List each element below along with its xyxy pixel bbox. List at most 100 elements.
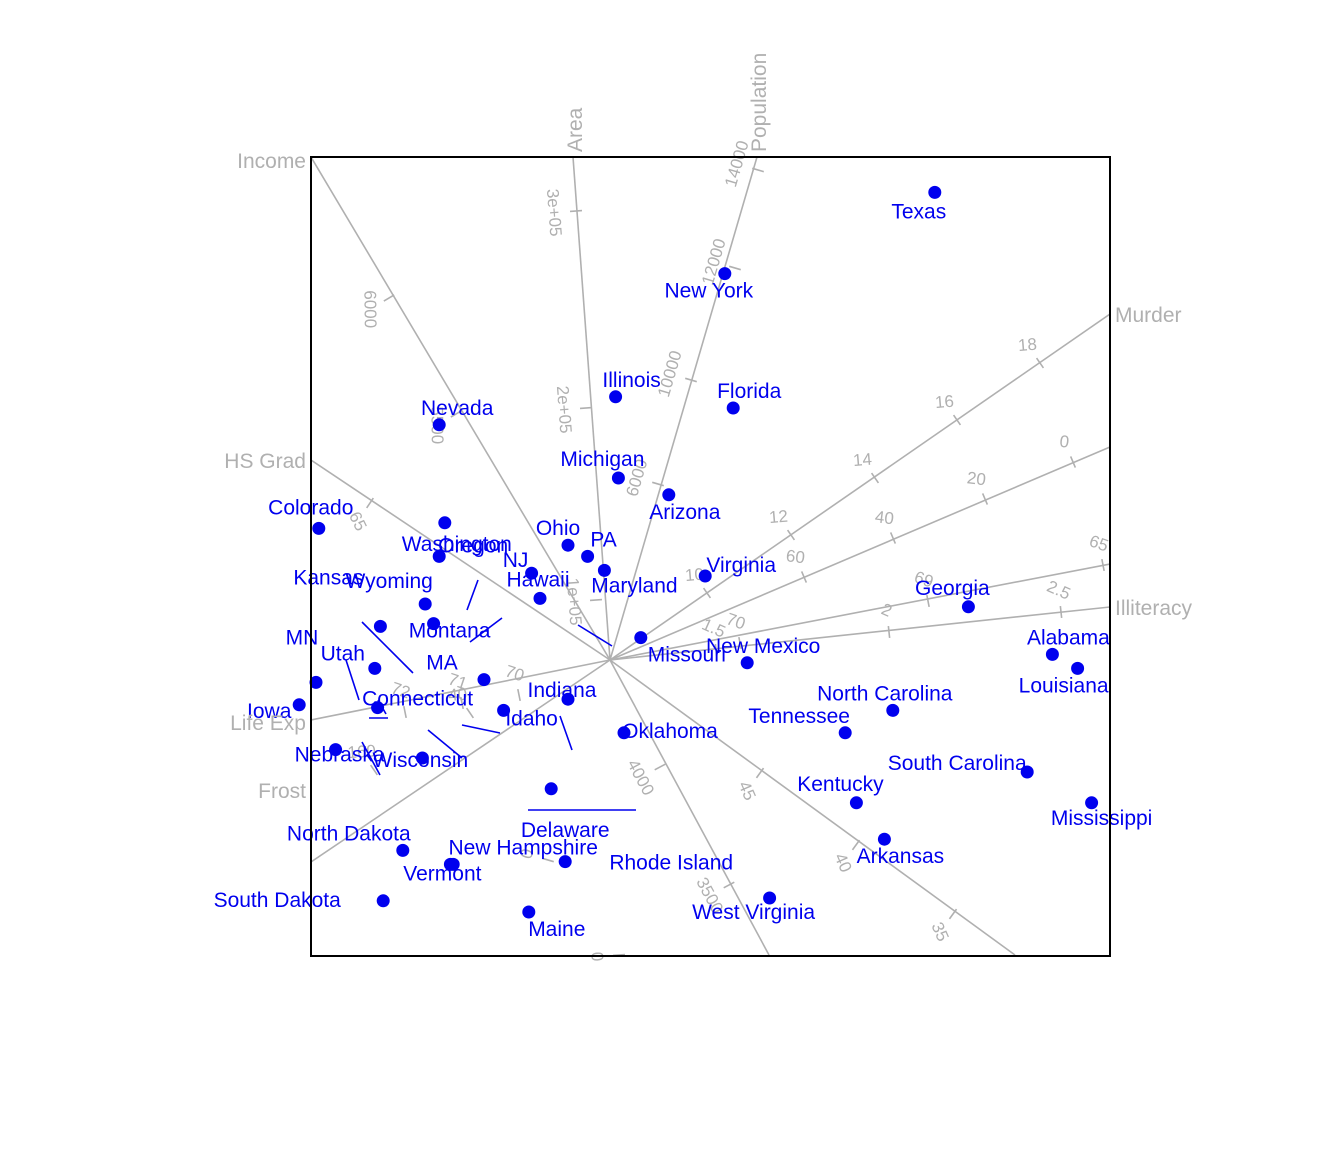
area-axis-title: Area — [564, 107, 587, 152]
west-virginia-label: West Virginia — [692, 901, 815, 924]
mn-point — [309, 675, 323, 689]
unnamed-11-axis-line — [609, 659, 770, 956]
unnamed-11-tick-label: 4000 — [623, 756, 658, 798]
unnamed-10-tick-mark — [948, 908, 958, 920]
vermont-label: Vermont — [403, 862, 481, 885]
murder-axis-line — [609, 313, 1110, 661]
tennessee-label: Tennessee — [748, 705, 850, 728]
unnamed-8-tick-label: 40 — [874, 507, 895, 528]
alabama-label: Alabama — [1027, 626, 1110, 649]
population-axis-title: Population — [748, 53, 771, 152]
life-exp-tick-mark — [403, 705, 407, 719]
oklahoma-label: Oklahoma — [622, 720, 718, 743]
wyoming-point — [418, 597, 432, 611]
north-dakota-label: North Dakota — [287, 822, 411, 845]
murder-tick-label: 16 — [934, 392, 954, 412]
ohio-label: Ohio — [536, 517, 580, 540]
population-tick-mark — [542, 857, 554, 863]
unnamed-9-tick-mark — [926, 594, 930, 608]
area-tick-mark — [589, 598, 603, 602]
rhode-island-label: Rhode Island — [609, 852, 733, 875]
texas-label: Texas — [891, 200, 946, 223]
hs-grad-axis-title: HS Grad — [224, 450, 306, 473]
mn-leader — [345, 659, 360, 701]
oregon-point — [432, 549, 446, 563]
illiteracy-tick-label: 2.5 — [1044, 577, 1073, 604]
murder-tick-mark — [952, 414, 962, 426]
south-carolina-point — [1020, 765, 1034, 779]
montana-point — [427, 617, 441, 631]
life-exp-tick-label: 70 — [503, 661, 527, 685]
murder-tick-label: 14 — [852, 450, 872, 470]
area-tick-label: 2e+05 — [553, 385, 575, 434]
life-exp-tick-mark — [517, 688, 521, 702]
michigan-label: Michigan — [560, 448, 644, 471]
unnamed-9-tick-mark — [1101, 558, 1105, 572]
georgia-point — [961, 600, 975, 614]
unnamed-9-tick-mark — [738, 636, 742, 650]
murder-axis-title: Murder — [1115, 304, 1182, 327]
unnamed-10-tick-label: 40 — [831, 850, 856, 875]
unnamed-9-axis-line — [609, 563, 1110, 661]
virginia-point — [698, 569, 712, 583]
new-mexico-label: New Mexico — [706, 635, 820, 658]
south-dakota-label: South Dakota — [214, 889, 342, 912]
maryland-label: Maryland — [591, 574, 677, 597]
maine-label: Maine — [528, 918, 585, 941]
kansas-point — [373, 619, 387, 633]
montana-label: Montana — [409, 620, 491, 643]
nevada-label: Nevada — [421, 397, 494, 420]
new-york-point — [718, 267, 732, 281]
mn-label: MN — [286, 626, 319, 649]
area-tick-mark — [569, 209, 583, 213]
income-tick-label: 6000 — [360, 290, 379, 328]
frost-axis-title: Frost — [258, 780, 306, 803]
life-exp-axis-line — [311, 659, 611, 721]
murder-tick-mark — [786, 529, 796, 541]
population-tick-mark — [729, 265, 741, 271]
income-axis-title: Income — [237, 150, 306, 173]
wisconsin-leader — [427, 729, 463, 759]
idaho-point — [497, 703, 511, 717]
iowa-label: Iowa — [247, 700, 292, 723]
vermont-point — [443, 857, 457, 871]
hawaii-point — [533, 591, 547, 605]
area-tick-label: 3e+05 — [543, 188, 565, 237]
frost-axis-line — [311, 659, 611, 863]
state-labels: CaliforniaTexasNew YorkIllinoisFloridaNe… — [214, 200, 1153, 941]
mississippi-point — [1085, 796, 1099, 810]
idaho-label: Idaho — [505, 707, 558, 730]
washington-point — [438, 516, 452, 530]
unnamed-8-tick-label: 0 — [1059, 432, 1071, 452]
income-tick-mark — [383, 294, 395, 302]
unnamed-8-tick-label: 20 — [966, 468, 987, 489]
delaware-point — [544, 782, 558, 796]
new-york-label: New York — [664, 280, 753, 303]
hs-grad-axis-line — [311, 459, 611, 661]
kentucky-label: Kentucky — [797, 773, 884, 796]
texas-point — [928, 185, 942, 199]
unnamed-9-tick-label: 70 — [724, 609, 748, 633]
utah-point — [368, 661, 382, 675]
washington-label: Washington — [402, 533, 512, 556]
illiteracy-tick-mark — [1059, 605, 1063, 619]
illiteracy-tick-mark — [887, 625, 891, 639]
indiana-point — [561, 692, 575, 706]
indiana-label: Indiana — [528, 679, 597, 702]
ma-point — [477, 673, 491, 687]
kansas-leader — [361, 621, 414, 674]
illinois-label: Illinois — [602, 369, 660, 392]
life-exp-axis-title: Life Exp — [230, 712, 306, 735]
ohio-point — [561, 538, 575, 552]
frost-tick-mark — [369, 764, 379, 776]
hawaii-label: Hawaii — [506, 568, 569, 591]
alabama-point — [1045, 647, 1059, 661]
oregon-leader — [469, 617, 503, 643]
nebraska-point — [329, 743, 343, 757]
maryland-point — [597, 563, 611, 577]
new-hampshire-label: New Hampshire — [449, 836, 598, 859]
unnamed-10-tick-label: 35 — [928, 919, 953, 944]
state-points — [292, 185, 1099, 919]
